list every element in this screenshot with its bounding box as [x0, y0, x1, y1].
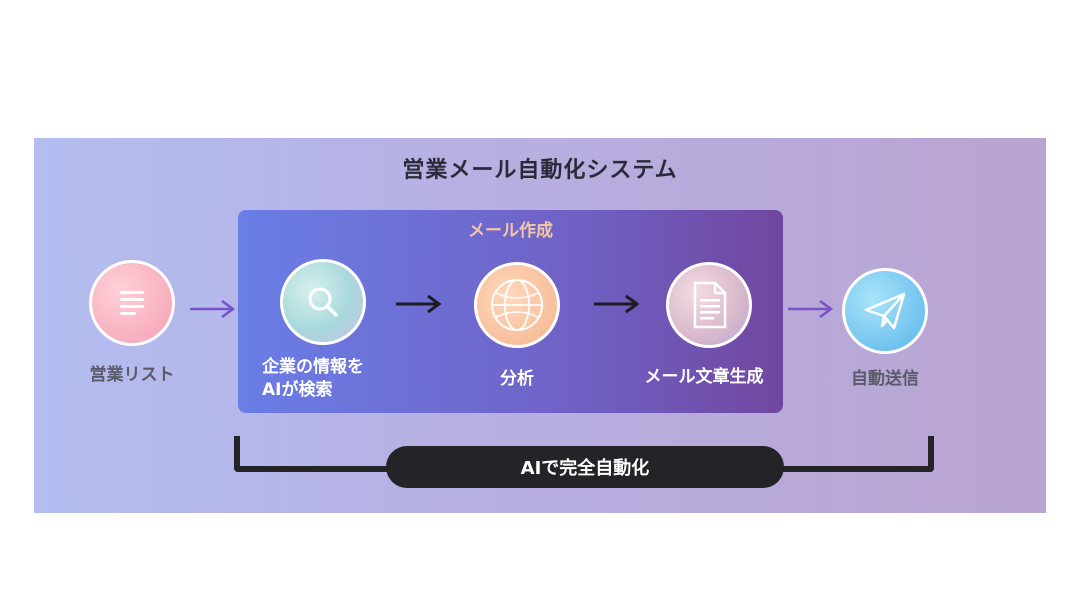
- automation-label: AIで完全自動化: [386, 446, 784, 488]
- search-label: 企業の情報を AIが検索: [262, 356, 398, 402]
- sales-list-label: 営業リスト: [89, 365, 175, 385]
- analysis-icon: [491, 279, 543, 331]
- analysis-label: 分析: [500, 369, 534, 389]
- document-icon: [693, 281, 727, 329]
- paper-plane-icon: [864, 292, 906, 330]
- search-node: [280, 259, 366, 345]
- arrow-3: [594, 294, 640, 314]
- sales-list-node: [89, 260, 175, 346]
- document-label: メール文章生成: [644, 367, 764, 387]
- search-label-line2: AIが検索: [262, 380, 333, 400]
- search-icon: [308, 287, 338, 317]
- diagram-title: 営業メール自動化システム: [402, 158, 678, 183]
- send-node: [842, 268, 928, 354]
- list-icon: [120, 291, 144, 315]
- search-label-line1: 企業の情報を: [262, 357, 364, 377]
- arrow-1: [190, 299, 236, 319]
- send-label: 自動送信: [851, 369, 919, 389]
- analysis-node: [474, 262, 560, 348]
- document-node: [666, 262, 752, 348]
- group-title: メール作成: [468, 221, 553, 241]
- arrow-2: [396, 294, 442, 314]
- arrow-4: [788, 299, 834, 319]
